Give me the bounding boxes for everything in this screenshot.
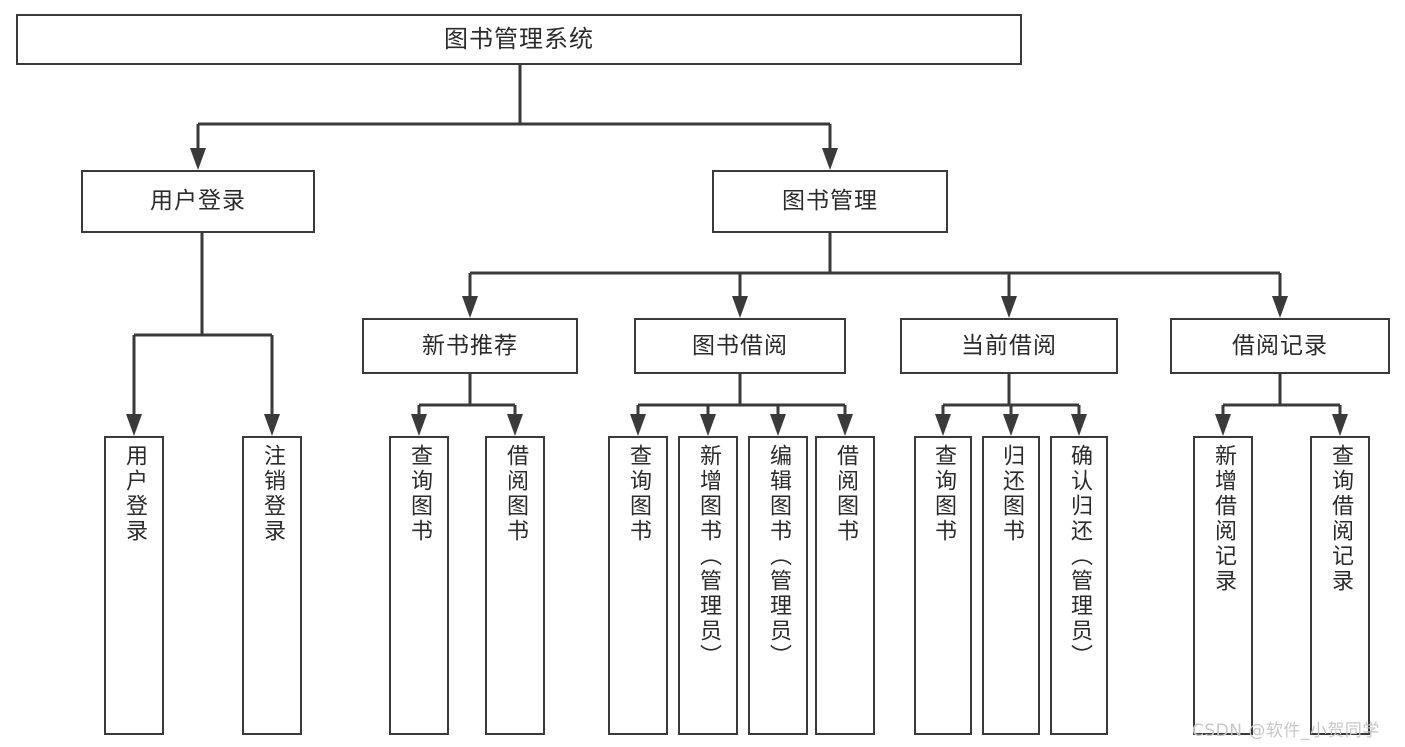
node-leaf-new-query[interactable]: 查询图书: [389, 436, 449, 735]
node-leaf-b-add[interactable]: 新增图书（管理员）: [678, 436, 738, 735]
node-label-borrow: 图书借阅: [692, 332, 788, 359]
arrowhead-icon-newbook: [462, 296, 478, 318]
arrowhead-icon-records: [1272, 296, 1288, 318]
arrowhead-icon-leaf-r-add: [1215, 414, 1231, 436]
node-label-newbook: 新书推荐: [422, 332, 518, 359]
connector-group: [126, 65, 1348, 436]
node-leaf-user-login[interactable]: 用户登录: [104, 436, 164, 735]
arrowhead-icon-leaf-user-logout: [264, 414, 280, 436]
arrowhead-icon-leaf-new-borrow: [507, 414, 523, 436]
arrowhead-icon-current: [1001, 296, 1017, 318]
node-leaf-r-add[interactable]: 新增借阅记录: [1193, 436, 1253, 735]
node-label-current: 当前借阅: [961, 332, 1057, 359]
arrowhead-icon-bookmgmt: [822, 148, 838, 170]
node-label-leaf-b-add: 新增图书（管理员）: [696, 444, 721, 669]
node-label-leaf-r-query: 查询借阅记录: [1328, 444, 1353, 594]
arrowhead-icon-leaf-b-add: [700, 414, 716, 436]
node-label-leaf-c-return: 归还图书: [999, 444, 1024, 544]
node-current[interactable]: 当前借阅: [900, 318, 1118, 374]
node-leaf-new-borrow[interactable]: 借阅图书: [485, 436, 545, 735]
arrowhead-icon-leaf-user-login: [126, 414, 142, 436]
node-leaf-user-logout[interactable]: 注销登录: [242, 436, 302, 735]
arrowhead-icon-leaf-new-query: [411, 414, 427, 436]
node-label-leaf-b-edit: 编辑图书（管理员）: [766, 444, 791, 669]
node-label-records: 借阅记录: [1232, 332, 1328, 359]
node-label-leaf-r-add: 新增借阅记录: [1211, 444, 1236, 594]
arrowhead-icon-leaf-c-return: [1003, 414, 1019, 436]
arrowhead-icon-leaf-r-query: [1332, 414, 1348, 436]
arrowhead-icon-leaf-b-query: [630, 414, 646, 436]
node-leaf-c-query[interactable]: 查询图书: [914, 436, 972, 735]
arrowhead-icon-leaf-b-edit: [770, 414, 786, 436]
node-login[interactable]: 用户登录: [81, 170, 315, 233]
node-bookmgmt[interactable]: 图书管理: [712, 170, 948, 233]
node-root[interactable]: 图书管理系统: [16, 14, 1022, 65]
node-label-bookmgmt: 图书管理: [782, 188, 878, 215]
node-label-leaf-user-login: 用户登录: [122, 444, 147, 544]
node-leaf-b-query[interactable]: 查询图书: [608, 436, 668, 735]
node-label-leaf-c-query: 查询图书: [931, 444, 956, 544]
arrowhead-icon-leaf-c-query: [935, 414, 951, 436]
arrowhead-icon-leaf-c-confirm: [1071, 414, 1087, 436]
arrowhead-icon-borrow: [732, 296, 748, 318]
node-borrow[interactable]: 图书借阅: [634, 318, 846, 374]
node-label-root: 图书管理系统: [444, 24, 594, 53]
node-newbook[interactable]: 新书推荐: [362, 318, 578, 374]
node-leaf-b-edit[interactable]: 编辑图书（管理员）: [748, 436, 808, 735]
arrowhead-icon-leaf-b-lend: [837, 414, 853, 436]
node-label-leaf-c-confirm: 确认归还（管理员）: [1067, 444, 1092, 669]
node-label-leaf-new-query: 查询图书: [407, 444, 432, 544]
node-records[interactable]: 借阅记录: [1170, 318, 1390, 374]
node-leaf-c-return[interactable]: 归还图书: [982, 436, 1040, 735]
node-label-leaf-new-borrow: 借阅图书: [503, 444, 528, 544]
arrowhead-icon-login: [190, 148, 206, 170]
node-label-login: 用户登录: [150, 188, 246, 215]
node-leaf-c-confirm[interactable]: 确认归还（管理员）: [1050, 436, 1108, 735]
node-label-leaf-user-logout: 注销登录: [260, 444, 285, 544]
node-label-leaf-b-query: 查询图书: [626, 444, 651, 544]
node-leaf-b-lend[interactable]: 借阅图书: [815, 436, 875, 735]
node-label-leaf-b-lend: 借阅图书: [833, 444, 858, 544]
node-leaf-r-query[interactable]: 查询借阅记录: [1310, 436, 1370, 735]
